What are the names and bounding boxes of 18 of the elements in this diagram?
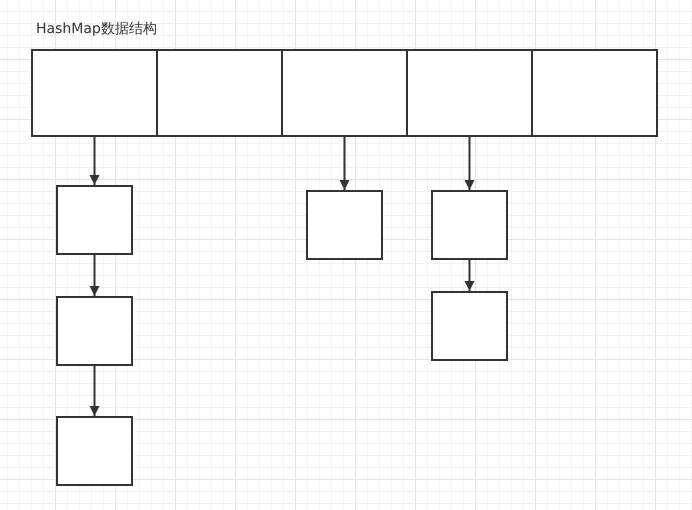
arrow: [464, 260, 474, 291]
arrow: [90, 366, 100, 416]
list-node: [56, 185, 133, 255]
list-node: [56, 416, 133, 486]
arrow: [90, 137, 100, 185]
array-cell: [31, 49, 158, 137]
arrow: [340, 137, 350, 190]
diagram-title: HashMap数据结构: [36, 20, 157, 38]
list-node: [431, 190, 508, 260]
list-node: [431, 291, 508, 361]
array-cell: [406, 49, 533, 137]
array-cell: [156, 49, 283, 137]
array-cell: [281, 49, 408, 137]
arrow: [464, 137, 474, 190]
arrow: [90, 255, 100, 296]
list-node: [56, 296, 133, 366]
list-node: [306, 190, 383, 260]
array-cell: [531, 49, 658, 137]
